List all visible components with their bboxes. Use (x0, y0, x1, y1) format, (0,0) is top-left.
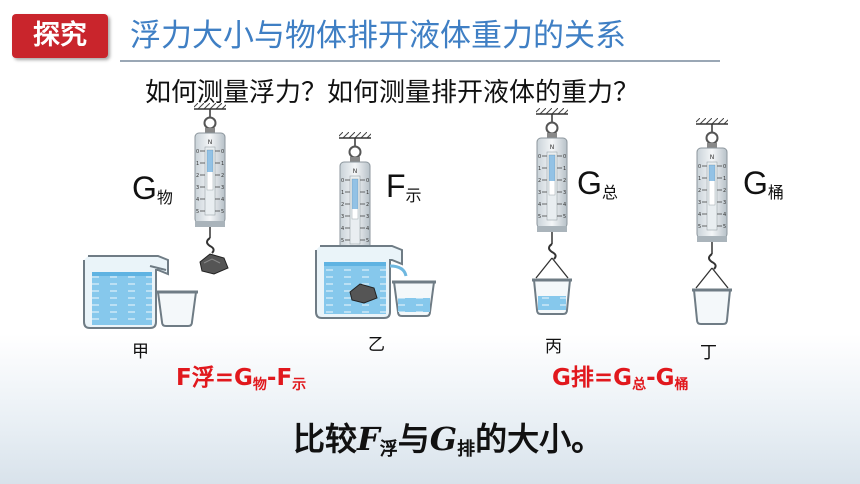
caption-ding: 丁 (700, 343, 717, 363)
compare-statement: 比较F浮与G排的大小。 (293, 420, 604, 460)
caption-jia: 甲 (132, 342, 149, 362)
caption-bing: 丙 (545, 337, 562, 357)
caption-yi: 乙 (368, 335, 385, 355)
small-cup-1 (156, 290, 198, 327)
formula-displaced: G排=G总-G桶 (552, 365, 689, 393)
overflow-beaker-1 (83, 255, 169, 329)
overflow-beaker-2 (315, 245, 408, 319)
label-g-total: G总 (577, 165, 618, 202)
section-badge: 探究 (12, 14, 108, 58)
label-g-object: G物 (132, 170, 173, 207)
page-title: 浮力大小与物体排开液体重力的关系 (130, 18, 626, 54)
small-cup-2 (392, 280, 436, 317)
spring-scale-4 (692, 117, 732, 325)
label-f-reading: F示 (386, 168, 422, 205)
question-text: 如何测量浮力？如何测量排开液体的重力？ (145, 78, 640, 108)
title-underline (120, 60, 720, 62)
spring-scale-1 (193, 102, 229, 275)
label-g-bucket: G桶 (743, 165, 784, 202)
formula-buoyancy: F浮=G物-F示 (176, 365, 307, 393)
background-fade (0, 334, 860, 484)
spring-scale-3 (532, 107, 572, 315)
